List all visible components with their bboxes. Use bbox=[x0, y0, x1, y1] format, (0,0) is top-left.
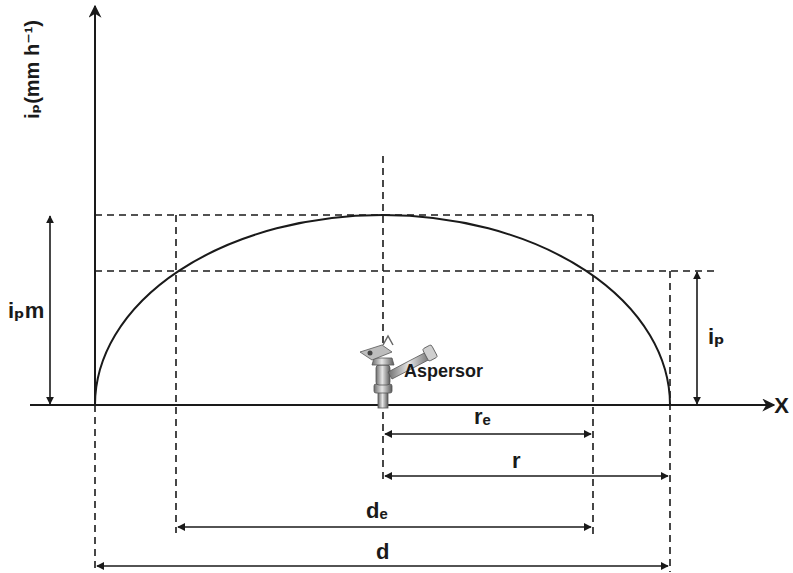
dimension-label: d bbox=[376, 541, 389, 563]
axis-label: X bbox=[774, 395, 789, 417]
axis-label: iₚ(mm h⁻¹) bbox=[22, 20, 42, 119]
dimension-label: iₚm bbox=[8, 300, 44, 322]
dimension-label: rₑ bbox=[474, 406, 491, 428]
dimension-label: dₑ bbox=[366, 500, 388, 522]
dimension-label: r bbox=[512, 450, 521, 472]
dimension-label: iₚ bbox=[708, 326, 725, 348]
component-label: Aspersor bbox=[404, 362, 483, 380]
